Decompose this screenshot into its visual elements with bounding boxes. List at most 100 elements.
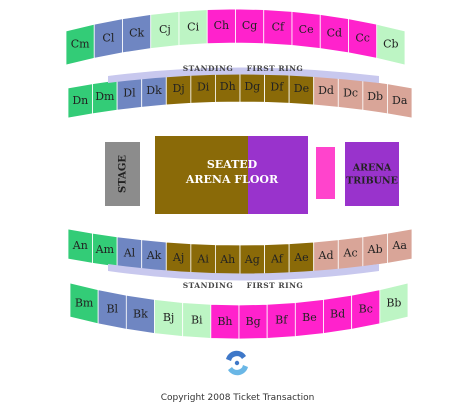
- section-db[interactable]: Db: [362, 79, 388, 115]
- section-dd[interactable]: Dd: [313, 74, 339, 108]
- section-label: Da: [392, 94, 408, 107]
- section-shape: [376, 23, 406, 66]
- section-label: Aa: [391, 239, 407, 252]
- section-aj[interactable]: Aj: [165, 241, 192, 275]
- section-ad[interactable]: Ad: [313, 239, 339, 273]
- section-bk[interactable]: Bk: [125, 294, 155, 334]
- section-label: Bk: [133, 308, 148, 321]
- section-be[interactable]: Be: [294, 299, 324, 338]
- section-dk[interactable]: Dk: [141, 74, 167, 108]
- section-dn[interactable]: Dn: [67, 83, 93, 119]
- section-label: Ac: [343, 246, 358, 259]
- section-shape: [387, 228, 413, 264]
- section-bi[interactable]: Bi: [182, 302, 212, 339]
- section-label: Be: [302, 311, 317, 324]
- section-bb[interactable]: Bb: [379, 282, 409, 325]
- section-label: Bg: [246, 315, 261, 328]
- section-label: Cg: [242, 19, 257, 32]
- section-label: Cf: [272, 20, 285, 33]
- section-label: Cm: [71, 37, 90, 50]
- section-label: Dm: [95, 90, 115, 103]
- section-label: Al: [123, 246, 136, 259]
- section-bc[interactable]: Bc: [351, 289, 381, 330]
- floor-label-line2: ARENA FLOOR: [185, 173, 279, 186]
- section-af[interactable]: Af: [264, 243, 290, 276]
- section-di[interactable]: Di: [190, 71, 216, 104]
- section-label: Cl: [102, 31, 114, 44]
- section-ck[interactable]: Ck: [122, 14, 152, 54]
- pink-section-block[interactable]: [316, 147, 335, 199]
- section-label: Di: [197, 81, 210, 94]
- section-bh[interactable]: Bh: [210, 303, 240, 340]
- section-label: Dn: [72, 94, 88, 107]
- standing-band-top[interactable]: STANDING FIRST RING: [108, 64, 379, 83]
- section-dl[interactable]: Dl: [116, 76, 143, 111]
- section-label: Am: [95, 243, 115, 256]
- first-ring-label-bottom: FIRST RING: [247, 281, 304, 290]
- section-cb[interactable]: Cb: [376, 23, 406, 66]
- standing-label-top: STANDING: [183, 64, 234, 73]
- section-label: Aj: [172, 251, 184, 264]
- section-dc[interactable]: Dc: [337, 76, 364, 111]
- section-cm[interactable]: Cm: [65, 23, 95, 66]
- section-bj[interactable]: Bj: [154, 299, 184, 338]
- section-ch[interactable]: Ch: [206, 8, 236, 45]
- section-label: Dh: [220, 80, 236, 93]
- section-label: Df: [270, 81, 284, 94]
- floor-label-line1: SEATED: [207, 158, 258, 171]
- standing-band-bottom[interactable]: STANDING FIRST RING: [108, 264, 379, 290]
- stage-block[interactable]: STAGE: [105, 142, 140, 206]
- section-shape: [379, 282, 409, 325]
- section-bm[interactable]: Bm: [69, 282, 99, 325]
- section-ak[interactable]: Ak: [141, 239, 167, 273]
- section-cc[interactable]: Cc: [348, 18, 378, 59]
- arena-floor[interactable]: SEATED ARENA FLOOR: [155, 136, 308, 214]
- section-cg[interactable]: Cg: [235, 8, 265, 45]
- section-dh[interactable]: Dh: [215, 71, 241, 103]
- section-label: De: [294, 82, 309, 95]
- section-label: Ab: [367, 243, 383, 256]
- section-label: Bj: [163, 311, 175, 324]
- section-ai[interactable]: Ai: [190, 243, 216, 276]
- section-ae[interactable]: Ae: [288, 241, 315, 275]
- section-bf[interactable]: Bf: [266, 302, 296, 339]
- swirl-logo-icon: [226, 350, 248, 376]
- section-an[interactable]: An: [67, 228, 93, 264]
- section-dm[interactable]: Dm: [92, 79, 118, 115]
- section-dg[interactable]: Dg: [239, 71, 265, 103]
- section-label: Cj: [159, 23, 171, 36]
- section-de[interactable]: De: [288, 72, 315, 106]
- section-am[interactable]: Am: [92, 232, 118, 268]
- section-cd[interactable]: Cd: [319, 14, 349, 54]
- section-bl[interactable]: Bl: [97, 289, 127, 330]
- section-bd[interactable]: Bd: [323, 294, 353, 334]
- section-label: Bf: [275, 314, 288, 327]
- tribune-label-line1: ARENA: [352, 163, 392, 174]
- section-ab[interactable]: Ab: [362, 232, 388, 268]
- section-ag[interactable]: Ag: [239, 244, 265, 276]
- section-df[interactable]: Df: [264, 71, 290, 104]
- section-ac[interactable]: Ac: [337, 236, 364, 271]
- section-label: Ak: [146, 249, 162, 262]
- section-label: Ce: [299, 23, 314, 36]
- section-label: Dc: [343, 87, 358, 100]
- section-dj[interactable]: Dj: [165, 72, 192, 106]
- section-label: Dd: [318, 84, 334, 97]
- section-cl[interactable]: Cl: [93, 18, 123, 59]
- section-ah[interactable]: Ah: [215, 244, 241, 276]
- section-label: Cc: [355, 31, 370, 44]
- section-da[interactable]: Da: [387, 83, 413, 119]
- section-ci[interactable]: Ci: [178, 9, 208, 46]
- section-bg[interactable]: Bg: [238, 303, 268, 340]
- stage-label: STAGE: [118, 155, 129, 193]
- arena-tribune-block[interactable]: ARENA TRIBUNE: [345, 142, 399, 206]
- section-cf[interactable]: Cf: [263, 9, 293, 46]
- section-ce[interactable]: Ce: [291, 10, 321, 49]
- section-al[interactable]: Al: [116, 236, 143, 271]
- section-cj[interactable]: Cj: [150, 10, 180, 49]
- section-label: Dl: [123, 87, 136, 100]
- standing-label-bottom: STANDING: [183, 281, 234, 290]
- section-aa[interactable]: Aa: [387, 228, 413, 264]
